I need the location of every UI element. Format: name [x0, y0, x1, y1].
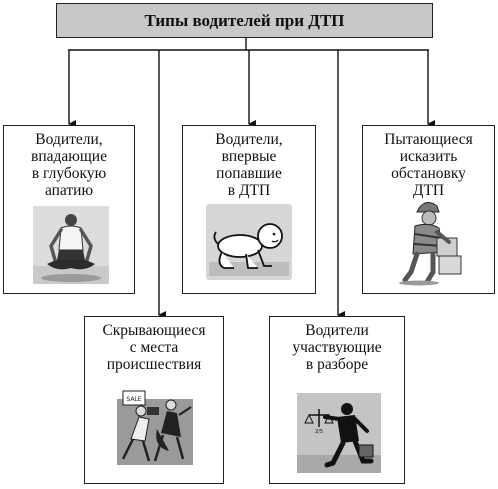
card-label-line: Скрывающиеся: [102, 322, 206, 339]
running-people-icon: SALE: [117, 390, 193, 465]
card-label-line: впервые: [221, 148, 277, 165]
card-label-line: апатию: [44, 182, 94, 199]
card-label-line: Водители: [305, 322, 369, 339]
card-apathy-drivers: Водители, впадающие в глубокую апатию: [3, 125, 135, 294]
card-label: Водители, впадающие в глубокую апатию: [4, 126, 134, 199]
card-label-line: участвующие: [292, 339, 382, 356]
card-label-line: Водители,: [35, 131, 103, 148]
card-distorting-drivers: Пытающиеся исказить обстановку ДТП: [362, 125, 495, 294]
card-label-line: попавшие: [216, 165, 282, 182]
card-label: Водители участвующие в разборе: [270, 317, 404, 373]
worker-carrying-boxes-icon: [399, 202, 462, 286]
card-label-line: обстановку: [391, 165, 466, 182]
card-label-line: происшествия: [106, 356, 202, 373]
card-first-time-drivers: Водители, впервые попавшие в ДТП: [182, 125, 316, 294]
card-fleeing-drivers: Скрывающиеся с места происшествия SALE: [84, 316, 224, 484]
card-label-line: ДТП: [412, 182, 445, 199]
card-label-line: в глубокую: [31, 165, 107, 182]
card-label: Скрывающиеся с места происшествия: [85, 317, 223, 373]
card-label-line: Водители,: [215, 131, 283, 148]
scales-caption: 2/5: [315, 429, 323, 435]
card-label-line: в ДТП: [227, 182, 271, 199]
svg-text:SALE: SALE: [126, 396, 141, 403]
meditating-man-icon: [33, 206, 109, 284]
card-participating-drivers: Водители участвующие в разборе 2/5: [269, 316, 405, 484]
man-with-scales-icon: 2/5: [297, 393, 381, 473]
crawling-baby-icon: [206, 204, 292, 280]
card-label-line: Пытающиеся: [384, 131, 473, 148]
card-label-line: с места: [129, 339, 179, 356]
card-label-line: исказить: [399, 148, 458, 165]
card-label-line: в разборе: [305, 356, 369, 373]
card-label-line: впадающие: [31, 148, 107, 165]
diagram-title: Типы водителей при ДТП: [56, 3, 433, 38]
card-label: Водители, впервые попавшие в ДТП: [183, 126, 315, 199]
diagram-title-text: Типы водителей при ДТП: [144, 10, 345, 30]
card-label: Пытающиеся исказить обстановку ДТП: [363, 126, 494, 199]
